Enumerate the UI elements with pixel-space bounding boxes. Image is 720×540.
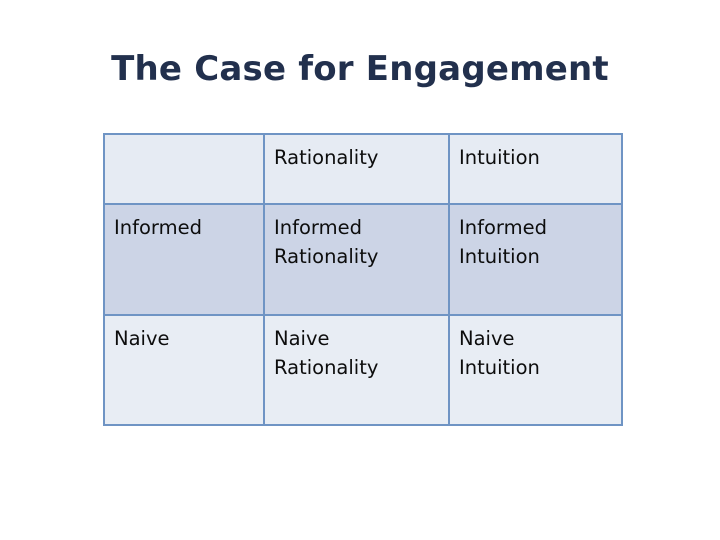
cell-line-1: Informed (274, 216, 362, 239)
cell-naive-intuition: Naive Intuition (448, 314, 623, 426)
cell-line-2: Intuition (459, 356, 540, 379)
table-header-row: Rationality Intuition (103, 133, 623, 205)
cell-naive-rationality: Naive Rationality (263, 314, 450, 426)
cell-line-2: Rationality (274, 245, 379, 268)
cell-line-2: Intuition (459, 245, 540, 268)
cell-informed-intuition: Informed Intuition (448, 203, 623, 316)
table-row: Naive Naive Rationality Naive Intuition (103, 314, 623, 426)
cell-informed-rationality: Informed Rationality (263, 203, 450, 316)
table-row: Informed Informed Rationality Informed I… (103, 203, 623, 316)
column-header-rationality: Rationality (263, 133, 450, 205)
table-corner-cell (103, 133, 265, 205)
column-header-intuition: Intuition (448, 133, 623, 205)
cell-line-2: Rationality (274, 356, 379, 379)
cell-line-1: Informed (459, 216, 547, 239)
engagement-matrix-table: Rationality Intuition Informed Informed … (103, 133, 623, 426)
row-header-informed: Informed (103, 203, 265, 316)
cell-line-1: Naive (274, 327, 330, 350)
cell-line-1: Naive (459, 327, 515, 350)
page-title: The Case for Engagement (111, 49, 609, 89)
row-header-naive: Naive (103, 314, 265, 426)
